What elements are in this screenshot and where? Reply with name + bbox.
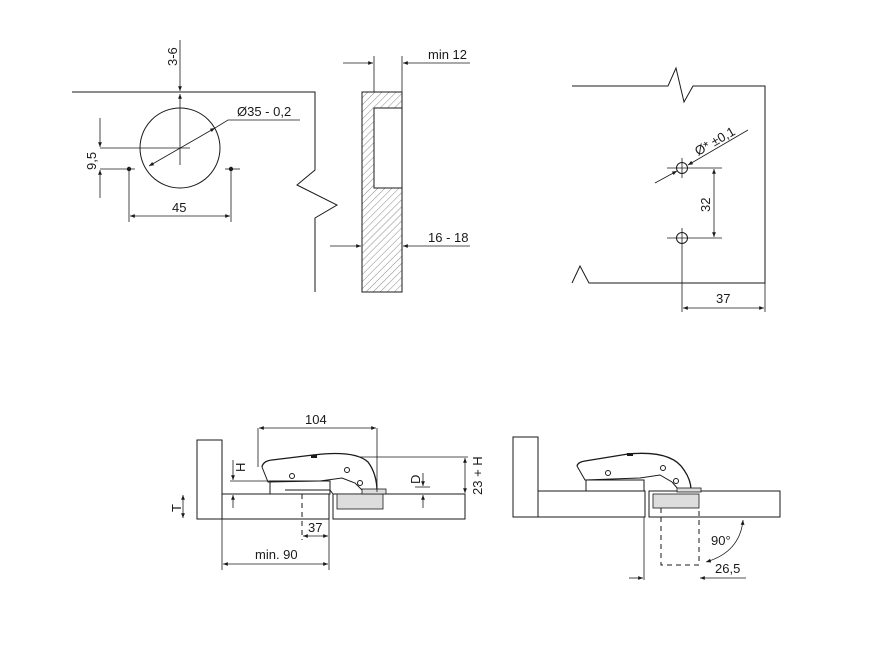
cup-drilling-pattern: Ø35 - 0,2 3-6 9,5 45 [72, 40, 339, 292]
height-label: H [233, 463, 248, 472]
depth-label: D [408, 475, 423, 484]
hinge-arm [261, 452, 378, 493]
min-width-label: min. 90 [255, 547, 298, 562]
cup-diameter-label: Ø35 - 0,2 [237, 104, 291, 119]
door-thickness-label: 16 - 18 [428, 230, 468, 245]
thickness-label: T [169, 504, 184, 512]
screw-offset-label: 9,5 [84, 152, 99, 170]
clearance-label: 26,5 [715, 561, 740, 576]
min-thickness-label: min 12 [428, 47, 467, 62]
door-panel-open [512, 436, 539, 518]
screw-spacing-label: 45 [172, 200, 186, 215]
cup-depth-label: 3-6 [165, 47, 180, 66]
cup-offset-label: 37 [308, 520, 322, 535]
mounting-plate-pattern: 32 Ø* ±0,1 37 [571, 66, 766, 312]
door-panel [196, 439, 223, 520]
mounting-plate [336, 493, 384, 510]
hole-spacing-label: 32 [698, 198, 713, 212]
cabinet-side [332, 493, 466, 520]
door-section: min 12 16 - 18 [330, 47, 470, 293]
cup-pocket [373, 107, 403, 189]
cabinet-side-open [648, 490, 781, 518]
opening-angle-label: 90° [711, 533, 731, 548]
hole-diameter-label: Ø* ±0,1 [692, 124, 738, 159]
hinge-length-label: 104 [305, 412, 327, 427]
side-view-closed: 104 23 + H D H T 37 min. 90 [169, 412, 485, 570]
height-total-label: 23 + H [470, 456, 485, 495]
door-outline [72, 91, 339, 292]
edge-distance-label: 37 [716, 291, 730, 306]
side-view-open: 26,5 90° [512, 436, 781, 580]
